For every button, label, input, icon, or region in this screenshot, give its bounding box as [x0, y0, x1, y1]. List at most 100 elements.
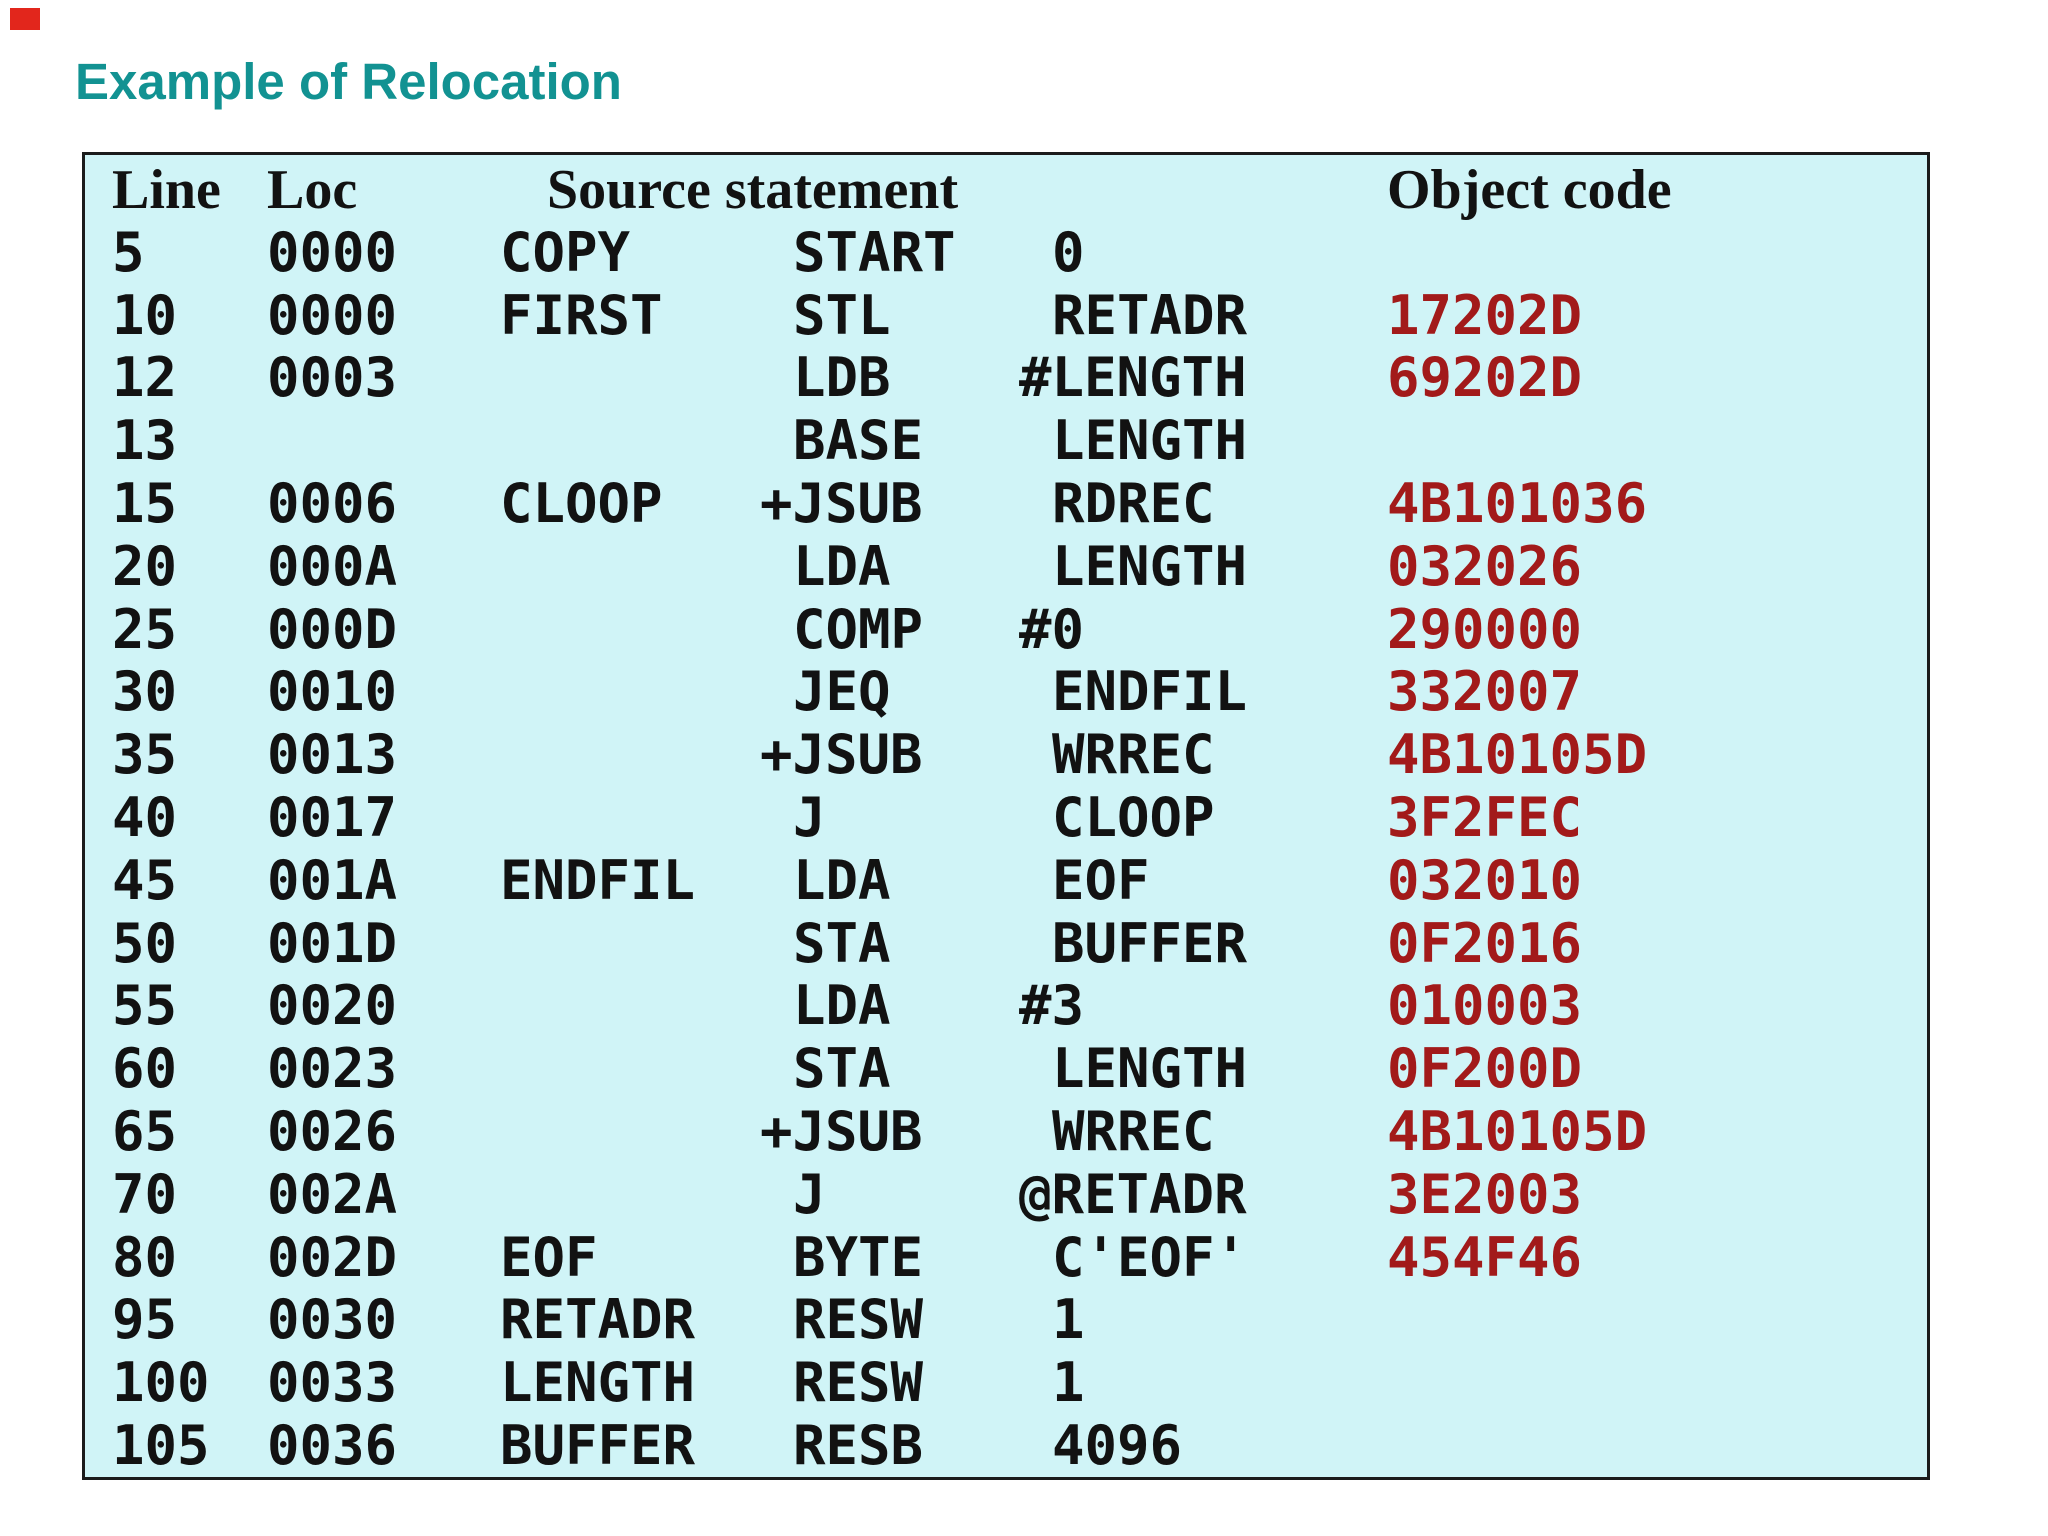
cell-operand: LENGTH	[1052, 409, 1248, 473]
cell-loc: 0036	[267, 1414, 398, 1477]
cell-mnemonic: LDA	[793, 974, 891, 1038]
cell-operand: 0	[1052, 220, 1085, 284]
cell-operand: LENGTH	[1052, 1037, 1248, 1101]
cell-line: 50	[112, 911, 178, 975]
header-object-code: Object code	[1387, 159, 1672, 221]
cell-mnemonic: JEQ	[793, 660, 891, 724]
cell-loc: 0017	[267, 786, 398, 849]
cell-mnemonic: STA	[793, 1037, 891, 1101]
cell-operand: CLOOP	[1052, 786, 1215, 849]
cell-object-code: 032026	[1387, 534, 1583, 598]
cell-object-code: 4B10105D	[1387, 723, 1648, 787]
cell-label: ENDFIL	[500, 848, 696, 912]
cell-line: 45	[112, 848, 178, 912]
cell-operand: RDREC	[1052, 472, 1215, 535]
cell-mnemonic: STL	[793, 283, 891, 347]
cell-operand: 1	[1052, 1288, 1085, 1352]
cell-loc: 001D	[267, 911, 398, 975]
cell-object-code: 4B10105D	[1387, 1100, 1648, 1163]
cell-operand: C'EOF'	[1052, 1225, 1248, 1289]
cell-loc: 0026	[267, 1100, 398, 1163]
header-line: Line	[112, 159, 221, 221]
cell-object-code: 032010	[1387, 848, 1583, 912]
cell-loc: 0000	[267, 283, 398, 347]
cell-line: 20	[112, 534, 178, 598]
cell-mnemonic: BYTE	[793, 1225, 924, 1289]
cell-object-code: 332007	[1387, 660, 1583, 724]
cell-mnemonic: BASE	[793, 409, 924, 473]
cell-operand: WRREC	[1052, 723, 1215, 787]
cell-line: 105	[112, 1414, 210, 1477]
cell-line: 5	[112, 220, 145, 284]
cell-label: CLOOP	[500, 472, 663, 535]
cell-loc: 0030	[267, 1288, 398, 1352]
cell-operand: @RETADR	[1019, 1162, 1247, 1226]
cell-mnemonic: STA	[793, 911, 891, 975]
cell-line: 15	[112, 472, 178, 535]
listing-row: 15 0006 CLOOP +JSUB RDREC 4B101036	[85, 472, 1927, 535]
cell-label: BUFFER	[500, 1414, 696, 1477]
listing-row: 50 001D STA BUFFER 0F2016	[85, 912, 1927, 975]
cell-line: 60	[112, 1037, 178, 1101]
cell-line: 35	[112, 723, 178, 787]
cell-object-code: 4B101036	[1387, 472, 1648, 535]
header-loc: Loc	[267, 159, 358, 221]
cell-loc: 0003	[267, 346, 398, 410]
cell-mnemonic: START	[793, 220, 956, 284]
cell-operand: #3	[1019, 974, 1085, 1038]
cell-operand: 4096	[1052, 1414, 1183, 1477]
cell-mnemonic: RESB	[793, 1414, 924, 1477]
cell-line: 80	[112, 1225, 178, 1289]
cell-operand: RETADR	[1052, 283, 1248, 347]
cell-operand: BUFFER	[1052, 911, 1248, 975]
listing-header-row: Line Loc Source statement Object code	[85, 158, 1927, 221]
cell-line: 55	[112, 974, 178, 1038]
cell-loc: 0000	[267, 220, 398, 284]
cell-mnemonic: +JSUB	[760, 472, 923, 535]
cell-loc: 0010	[267, 660, 398, 724]
cell-loc: 001A	[267, 848, 398, 912]
cell-object-code: 17202D	[1387, 283, 1583, 347]
cell-loc: 000A	[267, 534, 398, 598]
cell-mnemonic: RESW	[793, 1351, 924, 1415]
cell-loc: 0006	[267, 472, 398, 535]
cell-object-code: 454F46	[1387, 1225, 1583, 1289]
cell-label: LENGTH	[500, 1351, 696, 1415]
cell-loc: 002A	[267, 1162, 398, 1226]
cell-loc: 0033	[267, 1351, 398, 1415]
cell-object-code: 0F200D	[1387, 1037, 1583, 1101]
cell-line: 65	[112, 1100, 178, 1163]
cell-operand: #LENGTH	[1019, 346, 1247, 410]
cell-line: 95	[112, 1288, 178, 1352]
cell-mnemonic: RESW	[793, 1288, 924, 1352]
cell-operand: EOF	[1052, 848, 1150, 912]
cell-loc: 000D	[267, 597, 398, 661]
cell-object-code: 010003	[1387, 974, 1583, 1038]
cell-line: 25	[112, 597, 178, 661]
cell-line: 100	[112, 1351, 210, 1415]
cell-line: 40	[112, 786, 178, 849]
cell-line: 10	[112, 283, 178, 347]
cell-mnemonic: +JSUB	[760, 1100, 923, 1163]
cell-object-code: 290000	[1387, 597, 1583, 661]
listing-row: 20 000A LDA LENGTH 032026	[85, 535, 1927, 598]
cell-operand: LENGTH	[1052, 534, 1248, 598]
cell-object-code: 0F2016	[1387, 911, 1583, 975]
cell-mnemonic: LDA	[793, 534, 891, 598]
cell-operand: ENDFIL	[1052, 660, 1248, 724]
cell-object-code: 3F2FEC	[1387, 786, 1583, 849]
cell-mnemonic: J	[793, 786, 826, 849]
